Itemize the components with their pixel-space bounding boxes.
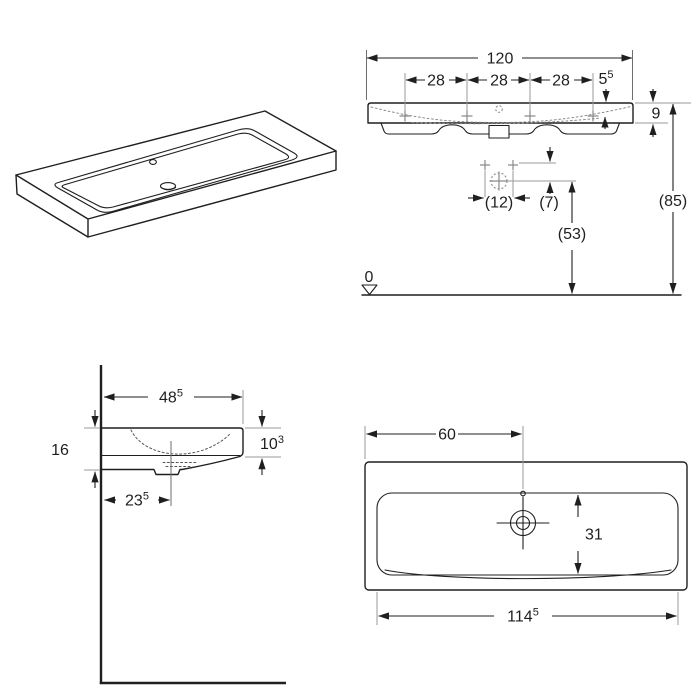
dim-overall-width-label: 120 xyxy=(487,51,514,68)
bowl-dotted-arc-side xyxy=(130,429,232,455)
drain-crosshair xyxy=(496,496,550,550)
dim-tap-spacing-1-label: 28 xyxy=(427,73,445,90)
dim-bowl-width-label: 1145 xyxy=(507,607,539,626)
drain-dotted-detail-side xyxy=(162,462,199,467)
dim-rim-thickness-label: 9 xyxy=(652,106,661,123)
dim-drain-offset-label: 235 xyxy=(125,491,149,510)
drain-connection-cross xyxy=(489,171,509,191)
dim-depth-label: 485 xyxy=(159,388,183,407)
basin-3d-silhouette xyxy=(15,110,337,238)
front-elevation-view: 120 28 28 28 55 9 (85) xyxy=(361,50,691,296)
basin-bowl-dotted-curve-2 xyxy=(411,117,602,125)
dim-rim-height-label: (85) xyxy=(659,193,687,210)
supply-connection-marks xyxy=(480,160,518,170)
overflow-mark xyxy=(495,105,503,113)
drain-stub-front xyxy=(488,124,510,139)
basin-feet-outline xyxy=(380,122,621,135)
basin-front-body xyxy=(367,102,634,124)
overflow-hole-3d xyxy=(149,159,157,165)
datum-triangle xyxy=(361,284,378,296)
basin-3d-rim-inner xyxy=(61,132,290,209)
dim-tap-spacing-3-label: 28 xyxy=(552,73,570,90)
basin-3d-rim-outer xyxy=(54,128,298,213)
dim-rim-to-tap-label: 55 xyxy=(598,69,613,88)
dim-front-edge-height-label: 16 xyxy=(51,442,69,459)
bowl-front-curve xyxy=(384,569,672,580)
ext-tap-holes xyxy=(404,73,594,111)
side-section-view: 485 16 103 235 xyxy=(51,365,286,685)
isometric-view xyxy=(15,110,337,238)
tap-hole-mark-top xyxy=(520,490,526,497)
dim-supply-spacing-label: (12) xyxy=(485,195,513,212)
drain-lip-3d xyxy=(160,186,177,191)
basin-top-bowl xyxy=(376,492,679,576)
dim-supply-to-drain-label: (7) xyxy=(539,195,559,212)
dim-drain-height-label: (53) xyxy=(558,226,586,243)
dim-bowl-depth-label: 31 xyxy=(585,527,603,544)
tap-hole-marks xyxy=(399,110,599,122)
dim-tap-spacing-2-label: 28 xyxy=(490,73,508,90)
basin-side-profile xyxy=(101,427,244,476)
basin-3d-edges xyxy=(15,150,337,238)
basin-top-outline xyxy=(364,461,688,591)
dim-body-height-label: 103 xyxy=(260,434,284,453)
dim-tap-center-label: 60 xyxy=(438,427,456,444)
datum-zero-label: 0 xyxy=(365,269,374,286)
top-plan-view: 60 31 1145 xyxy=(364,426,688,626)
